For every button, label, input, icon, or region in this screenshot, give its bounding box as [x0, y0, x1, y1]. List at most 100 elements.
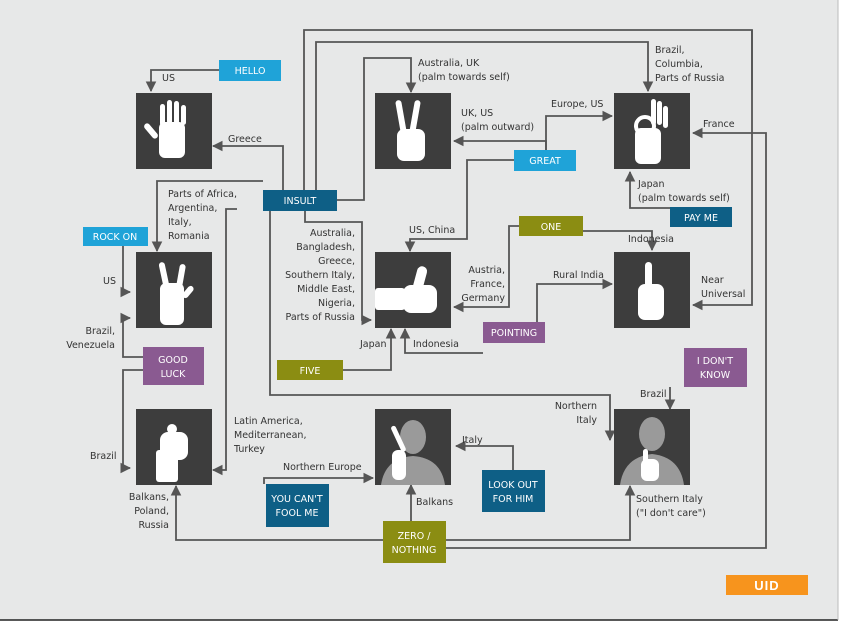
tag-good-luck: GOOD LUCK: [143, 347, 204, 385]
thumbs-up-icon: [375, 266, 437, 313]
region-northern-italy-2: Italy: [576, 415, 597, 426]
region-near-universal-1: Near: [701, 275, 724, 286]
region-australia-list-2: Bangladesh,: [296, 242, 355, 253]
v-sign-tile: [375, 93, 451, 169]
region-us-china: US, China: [409, 225, 455, 236]
region-uk-us-1: UK, US: [461, 108, 493, 119]
tag-zero-line1: ZERO /: [398, 531, 432, 542]
tag-one-label: ONE: [541, 222, 562, 233]
tag-dont-know-line1: I DON'T: [697, 356, 733, 367]
tag-cant-fool: YOU CAN'T FOOL ME: [266, 484, 329, 527]
tag-zero: ZERO / NOTHING: [383, 521, 446, 563]
region-southern-italy-2: ("I don't care"): [636, 508, 706, 519]
region-australia-list-7: Parts of Russia: [286, 312, 355, 323]
tag-pointing-label: POINTING: [491, 328, 537, 339]
tag-look-out-line1: LOOK OUT: [488, 480, 538, 491]
ok-sign-icon: [634, 99, 668, 164]
region-brazil-chin: Brazil: [640, 389, 667, 400]
region-latin-america-2: Mediterranean,: [234, 430, 306, 441]
region-austria-2: France,: [470, 279, 505, 290]
region-latin-america-3: Turkey: [233, 444, 265, 455]
region-australia-list-3: Greece,: [318, 256, 355, 267]
region-brazil-fist: Brazil: [90, 451, 117, 462]
tag-pay-me-label: PAY ME: [684, 213, 718, 224]
chin-flick-tile: [614, 409, 690, 485]
tag-look-out: LOOK OUT FOR HIM: [482, 470, 545, 512]
region-us-rock: US: [103, 276, 116, 287]
region-italy: Italy: [462, 435, 483, 446]
eye-pull-icon: [381, 420, 445, 485]
region-us-hello: US: [162, 73, 175, 84]
tag-great: GREAT: [514, 150, 576, 171]
horns-tile: [136, 252, 212, 328]
region-australia-list-6: Nigeria,: [318, 298, 355, 309]
region-balkans-fist-3: Russia: [138, 520, 169, 531]
tag-cant-fool-line1: YOU CAN'T: [270, 494, 323, 505]
tag-great-label: GREAT: [529, 156, 561, 167]
uid-logo: UID: [726, 575, 808, 595]
index-finger-icon: [638, 262, 664, 320]
region-africa-3: Italy,: [168, 217, 192, 228]
tag-cant-fool-line2: FOOL ME: [276, 508, 319, 519]
region-japan: Japan: [359, 339, 387, 350]
region-labels: US Greece Parts of Africa, Argentina, It…: [66, 45, 745, 531]
index-finger-tile: [614, 252, 690, 328]
tag-dont-know-line2: KNOW: [700, 370, 731, 381]
tag-good-luck-line1: GOOD: [158, 355, 188, 366]
fig-fist-icon: [156, 424, 188, 482]
tag-pointing: POINTING: [483, 322, 545, 343]
region-indonesia-thumb: Indonesia: [413, 339, 459, 350]
tag-five-label: FIVE: [300, 366, 321, 377]
region-southern-italy-1: Southern Italy: [636, 494, 703, 505]
region-balkans-fist-1: Balkans,: [129, 492, 169, 503]
region-australia-list-4: Southern Italy,: [285, 270, 355, 281]
region-balkans-fist-2: Poland,: [134, 506, 169, 517]
tag-five: FIVE: [277, 360, 343, 380]
region-brazil-columbia-3: Parts of Russia: [655, 73, 724, 84]
region-japan-self-2: (palm towards self): [638, 193, 730, 204]
region-greece: Greece: [228, 134, 262, 145]
tag-look-out-line2: FOR HIM: [493, 494, 534, 505]
fig-fist-tile: [136, 409, 212, 485]
tag-good-luck-line2: LUCK: [161, 369, 186, 380]
region-australia-uk-1: Australia, UK: [418, 58, 480, 69]
region-brazil-venezuela-2: Venezuela: [66, 340, 115, 351]
v-sign-icon: [395, 100, 425, 161]
tag-pay-me: PAY ME: [670, 207, 732, 227]
connector-lines: [120, 29, 767, 549]
region-africa-4: Romania: [168, 231, 210, 242]
region-africa-1: Parts of Africa,: [168, 189, 237, 200]
open-hand-icon: [144, 100, 186, 158]
tag-insult-label: INSULT: [284, 196, 317, 207]
region-austria-3: Germany: [461, 293, 505, 304]
eye-pull-tile: [375, 409, 451, 485]
horns-icon: [158, 262, 194, 325]
region-brazil-venezuela-1: Brazil,: [85, 326, 115, 337]
chin-flick-icon: [620, 417, 684, 485]
region-uk-us-2: (palm outward): [461, 122, 534, 133]
tag-dont-know: I DON'T KNOW: [684, 348, 747, 387]
region-rural-india: Rural India: [553, 270, 604, 281]
tag-hello-label: HELLO: [235, 66, 266, 77]
region-australia-uk-2: (palm towards self): [418, 72, 510, 83]
tag-rock-on: ROCK ON: [83, 227, 148, 246]
tag-rock-on-label: ROCK ON: [93, 232, 138, 243]
uid-logo-text: UID: [754, 578, 779, 593]
region-australia-list-5: Middle East,: [297, 284, 355, 295]
region-northern-europe: Northern Europe: [283, 462, 362, 473]
tag-hello: HELLO: [219, 60, 281, 81]
open-hand-tile: [136, 93, 212, 169]
tag-insult: INSULT: [263, 190, 337, 211]
region-austria-1: Austria,: [468, 265, 505, 276]
tag-zero-line2: NOTHING: [392, 545, 437, 556]
ok-sign-tile: [614, 93, 690, 169]
thumbs-up-tile: [375, 252, 451, 328]
region-northern-italy-1: Northern: [555, 401, 597, 412]
region-latin-america-1: Latin America,: [234, 416, 303, 427]
region-brazil-columbia-2: Columbia,: [655, 59, 703, 70]
region-europe-us: Europe, US: [551, 99, 603, 110]
tag-one: ONE: [519, 216, 583, 236]
region-indonesia-one: Indonesia: [628, 234, 674, 245]
